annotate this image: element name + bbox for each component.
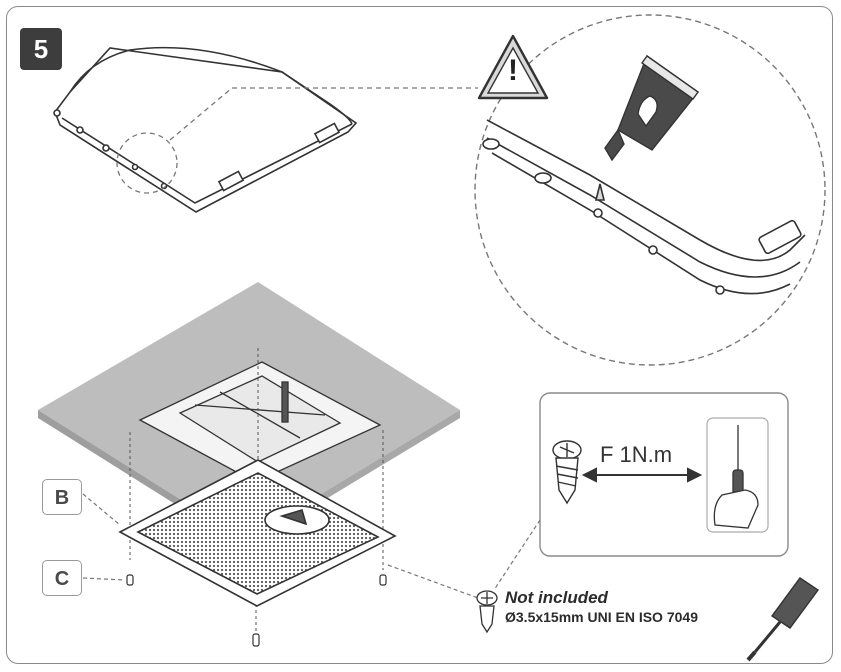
- ceiling-grille: [118, 459, 397, 607]
- note-screw-icon: [476, 590, 498, 634]
- screw-icon: [552, 440, 582, 505]
- roof-vent-dome: [53, 46, 358, 213]
- warning-triangle-icon: [477, 34, 549, 100]
- torque-label: F 1N.m: [600, 442, 673, 467]
- note-title: Not included: [505, 588, 608, 607]
- note-spec: Ø3.5x15mm UNI EN ISO 7049: [505, 609, 698, 625]
- sealant-tube-icon: [604, 54, 700, 162]
- screwdriver-icon: [746, 577, 819, 662]
- grille-screws: [126, 574, 387, 647]
- detail-zoom-content: [482, 119, 806, 295]
- torque-arrow: [581, 467, 703, 483]
- label-b: B: [42, 479, 82, 515]
- warning-symbol: !: [508, 54, 518, 87]
- hand-screwdriver-icon: [713, 425, 759, 529]
- step-number-badge: 5: [20, 28, 62, 70]
- inner-frame: [138, 361, 382, 483]
- detail-marker-circle: [116, 132, 178, 194]
- label-c: C: [42, 560, 82, 596]
- figure-frame: [6, 6, 833, 664]
- detail-zoom-circle: [474, 14, 826, 366]
